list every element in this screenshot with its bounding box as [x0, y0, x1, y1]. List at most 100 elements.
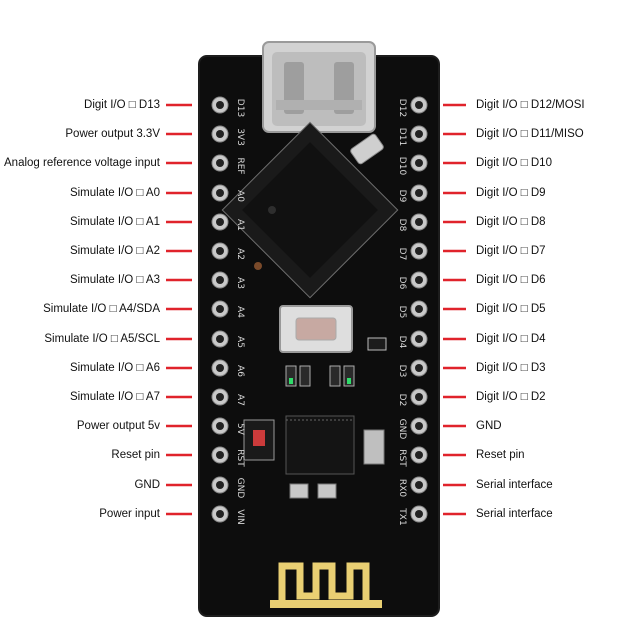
pin-hole-right: [415, 481, 423, 489]
pin-label-left: Simulate I/O □ A3: [69, 274, 160, 286]
pin-label-left: Power output 3.3V: [65, 128, 160, 140]
pin-hole-right: [415, 276, 423, 284]
pin-label-left: Simulate I/O □ A4/SDA: [43, 303, 160, 315]
silk-label-right: D7: [397, 248, 407, 261]
silk-label-left: A2: [235, 248, 245, 260]
microcontroller-chip: [221, 121, 399, 299]
pin-hole-right: [415, 218, 423, 226]
silk-label-left: 3V3: [235, 128, 245, 146]
silk-label-right: D5: [397, 306, 407, 319]
pin-hole-right: [415, 364, 423, 372]
pin-label-left: Reset pin: [111, 449, 160, 461]
pin-label-left: Simulate I/O □ A5/SCL: [44, 333, 160, 345]
silk-label-left: A1: [235, 219, 245, 231]
power-led: [253, 430, 265, 446]
pin-label-right: Digit I/O □ D7: [476, 245, 546, 257]
usb-c-connector: [262, 41, 376, 133]
pin-label-right: Digit I/O □ D6: [476, 274, 546, 286]
pin-hole-left: [216, 481, 224, 489]
pin-hole-left: [216, 159, 224, 167]
pin-label-right: Digit I/O □ D12/MOSI: [476, 99, 585, 111]
status-leds: [285, 365, 355, 387]
silk-label-left: A0: [235, 190, 245, 202]
silk-label-right: D9: [397, 190, 407, 203]
pin-label-right: Serial interface: [476, 508, 553, 520]
silk-label-left: A5: [235, 336, 245, 348]
pcb-antenna: [270, 562, 382, 608]
pin-hole-left: [216, 130, 224, 138]
pin-hole-right: [415, 393, 423, 401]
pin-hole-right: [415, 305, 423, 313]
smd-resistor: [367, 337, 387, 351]
pin-label-right: Digit I/O □ D5: [476, 303, 546, 315]
silk-label-right: RST: [397, 449, 407, 467]
pin-label-left: Power output 5v: [76, 420, 160, 432]
serial-chip: [285, 415, 355, 475]
pin-label-right: Reset pin: [476, 449, 525, 461]
pin-label-right: Digit I/O □ D4: [476, 333, 546, 345]
silk-label-left: A6: [235, 365, 245, 377]
pin-hole-left: [216, 422, 224, 430]
pin-hole-left: [216, 218, 224, 226]
pin-hole-left: [216, 451, 224, 459]
silk-label-left: VIN: [235, 509, 245, 525]
silk-label-right: D4: [397, 336, 407, 349]
reset-button: [279, 305, 353, 353]
pin-hole-right: [415, 130, 423, 138]
pin-label-left: Simulate I/O □ A0: [69, 187, 160, 199]
silk-label-left: RST: [235, 449, 245, 467]
pin-label-right: Digit I/O □ D9: [476, 187, 546, 199]
pin-hole-left: [216, 276, 224, 284]
pin-label-left: Digit I/O □ D13: [84, 99, 160, 111]
pin-label-right: Serial interface: [476, 479, 553, 491]
pin-label-right: Digit I/O □ D2: [476, 391, 546, 403]
pin-hole-right: [415, 335, 423, 343]
silk-label-right: GND: [397, 419, 407, 440]
silk-label-right: TX1: [397, 507, 407, 525]
pin-label-left: Power input: [99, 508, 160, 520]
silk-label-right: D10: [397, 157, 407, 176]
pin-hole-right: [415, 159, 423, 167]
pin-label-left: Analog reference voltage input: [4, 157, 160, 169]
smd-diode-2: [317, 483, 337, 499]
pin-label-right: Digit I/O □ D10: [476, 157, 552, 169]
pin-label-left: Simulate I/O □ A2: [69, 245, 160, 257]
pin-label-right: Digit I/O □ D3: [476, 362, 546, 374]
crystal-component: [350, 133, 384, 165]
silk-label-left: A3: [235, 277, 245, 289]
pin-hole-right: [415, 101, 423, 109]
smd-cap-group: [363, 429, 385, 465]
pin-hole-right: [415, 510, 423, 518]
silk-label-right: D12: [397, 99, 407, 117]
pin-hole-left: [216, 101, 224, 109]
pin-hole-left: [216, 393, 224, 401]
silk-label-right: D11: [397, 128, 407, 146]
pin-label-right: Digit I/O □ D8: [476, 216, 546, 228]
pin-label-right: GND: [476, 420, 502, 432]
pin-label-left: Simulate I/O □ A1: [69, 216, 160, 228]
pin-label-left: Simulate I/O □ A6: [69, 362, 160, 374]
silk-label-left: 5V: [235, 423, 245, 436]
pin-hole-left: [216, 510, 224, 518]
silk-label-left: GND: [235, 478, 245, 499]
smd-capacitor: [254, 262, 262, 270]
pin-hole-right: [415, 189, 423, 197]
silk-label-left: D13: [235, 99, 245, 117]
pin-hole-left: [216, 364, 224, 372]
silk-label-left: REF: [235, 157, 245, 174]
leader-lines: [166, 103, 466, 516]
pin-hole-right: [415, 451, 423, 459]
silk-label-left: A4: [235, 306, 245, 318]
pin-hole-right: [415, 422, 423, 430]
silk-label-right: D3: [397, 365, 407, 378]
pin-label-right: Digit I/O □ D11/MISO: [476, 128, 584, 140]
silk-label-left: A7: [235, 394, 245, 406]
left-pin-header: [211, 96, 229, 523]
smd-diode: [289, 483, 309, 499]
pin-hole-right: [415, 247, 423, 255]
pin-label-left: GND: [134, 479, 160, 491]
pin-hole-left: [216, 189, 224, 197]
silk-label-right: RX0: [397, 479, 407, 497]
